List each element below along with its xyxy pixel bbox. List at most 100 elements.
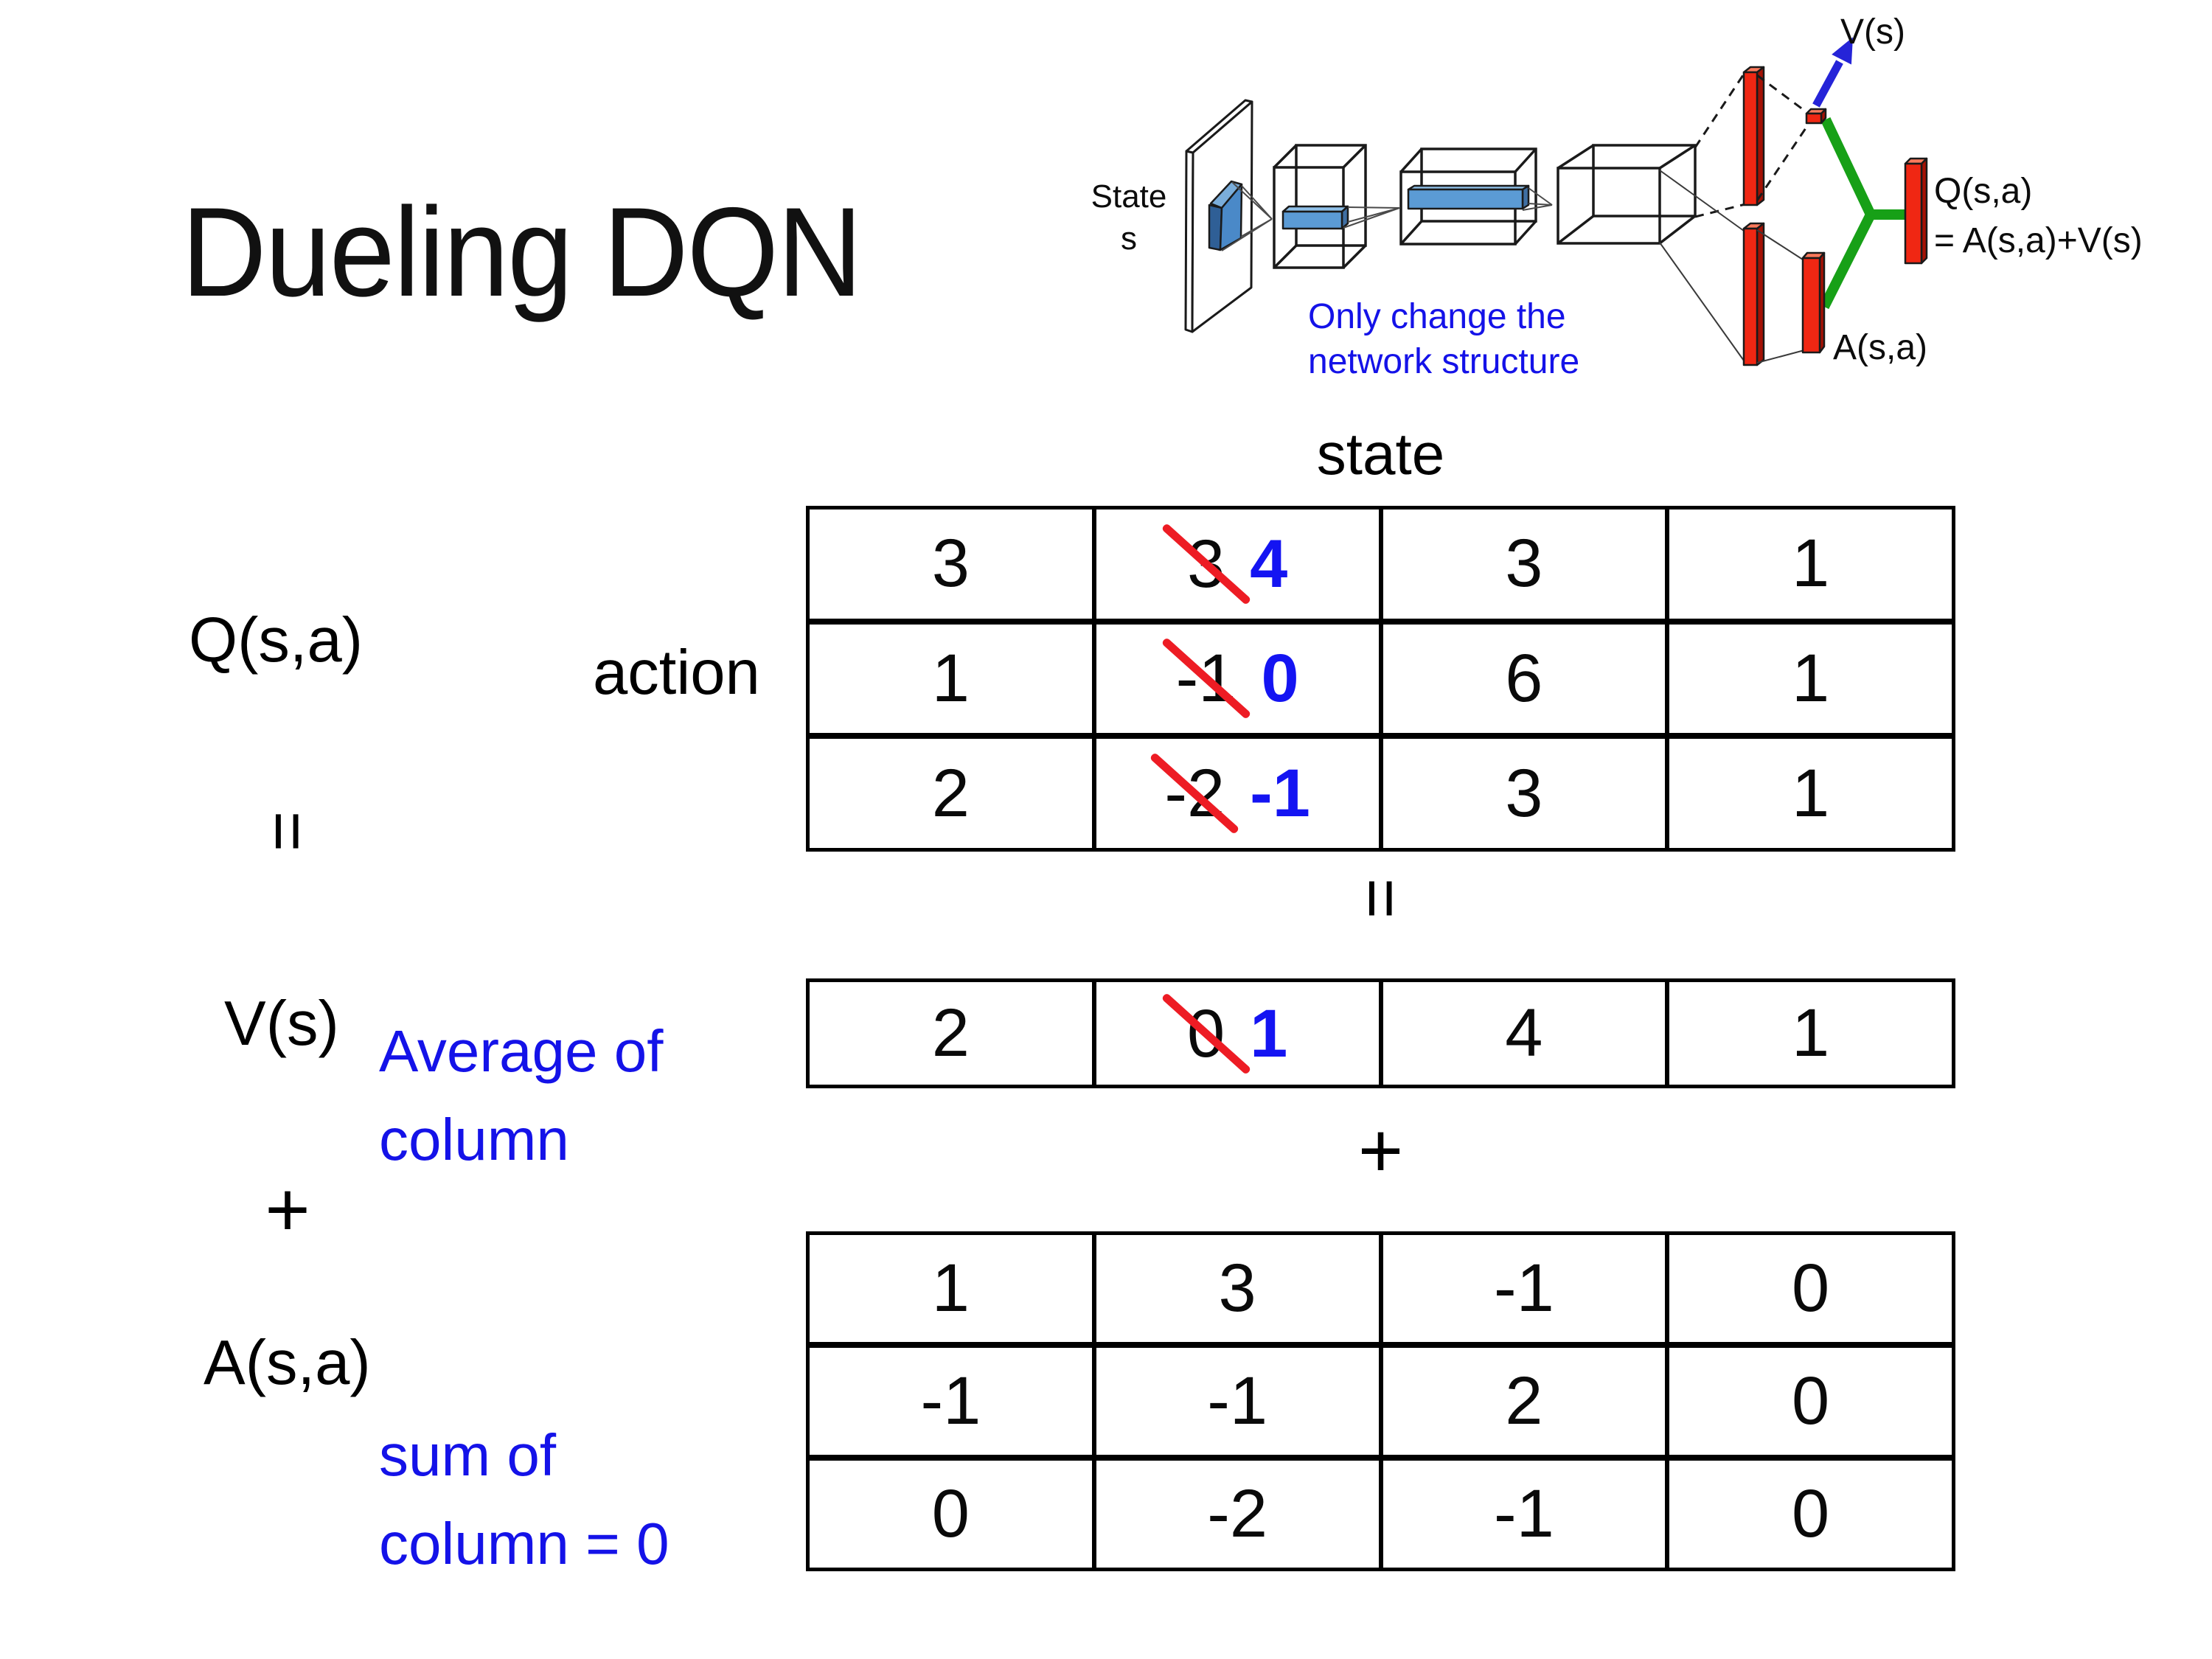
replacement-value: -1 (1250, 756, 1310, 832)
a-cell-r2-c0: 0 (810, 1461, 1092, 1568)
v-note-line1: Average of (379, 1018, 664, 1084)
q-cell-r2-c2: 3 (1382, 739, 1666, 848)
cell-value: 1 (1792, 640, 1830, 716)
cell-value: 1 (931, 1251, 970, 1326)
conv2-funnel-lines (1343, 206, 1400, 229)
cell-value: 0 (1792, 1363, 1830, 1439)
cell-value: 0 (1792, 1476, 1830, 1551)
cell-value: 2 (931, 995, 970, 1071)
replacement-value: 0 (1261, 641, 1299, 717)
q-cell-r1-c2: 6 (1382, 624, 1666, 734)
dueling-network-diagram (1184, 37, 1928, 366)
a-vector-bar (1801, 251, 1826, 354)
replacement-value: 4 (1250, 526, 1288, 602)
equals-sign-left: = (243, 792, 332, 870)
a-cell-r0-c0: 1 (810, 1235, 1092, 1342)
cell-value: 1 (931, 640, 970, 716)
old-value: -2 (1149, 752, 1240, 835)
cell-value: 3 (1505, 526, 1543, 602)
q-cell-r1-c3: 1 (1669, 624, 1952, 734)
cell-value: 1 (1792, 526, 1830, 602)
diagram-state-label: State s (1074, 175, 1184, 260)
merge-green-connector (1819, 117, 1905, 310)
a-table: 1 3 -1 0 -1 -1 2 0 0 -2 -1 0 (806, 1231, 1955, 1571)
v-cell-c2: 4 (1382, 982, 1666, 1085)
action-axis-label: action (593, 638, 760, 708)
value-stream-fc-bar (1742, 66, 1765, 206)
equals-glyph: = (248, 810, 327, 852)
cell-value: -2 (1207, 1476, 1268, 1551)
a-cell-r2-c2: -1 (1382, 1461, 1666, 1568)
q-out-line1: Q(s,a) (1934, 172, 2033, 211)
q-cell-r0-c0: 3 (810, 509, 1092, 619)
v-cell-c3: 1 (1669, 982, 1952, 1085)
q-cell-r2-c1: -2 -1 (1096, 739, 1379, 848)
a-term-label: A(s,a) (204, 1328, 371, 1398)
cell-value: 1 (1792, 995, 1830, 1071)
conv2-feature-bar (1281, 205, 1349, 230)
q-table: 3 3 4 3 1 1 -1 0 6 1 2 -2 -1 3 1 (806, 506, 1955, 852)
state-label-line1: State (1091, 178, 1167, 215)
cell-value: 1 (1792, 755, 1830, 831)
q-cell-r0-c2: 3 (1382, 509, 1666, 619)
equals-sign-center: = (806, 859, 1955, 937)
cell-value: 6 (1505, 640, 1543, 716)
replacement-value: 1 (1250, 995, 1288, 1071)
v-cell-c1: 0 1 (1096, 982, 1379, 1085)
cell-value: 0 (931, 1476, 970, 1551)
cell-value: 0 (1792, 1251, 1830, 1326)
q-out-line2: = A(s,a)+V(s) (1934, 221, 2143, 261)
slide-title: Dueling DQN (181, 181, 863, 323)
state-axis-label: state (1316, 421, 1445, 487)
v-term-label: V(s) (224, 989, 339, 1059)
conv1-funnel-lines (1221, 181, 1273, 251)
v-note-line2: column (379, 1107, 569, 1172)
old-value: 0 (1161, 992, 1251, 1075)
v-scalar-connection-lines (1756, 74, 1810, 201)
diagram-v-label: V(s) (1840, 13, 1905, 52)
old-value: 3 (1161, 522, 1251, 605)
v-note: Average of column (379, 1007, 663, 1184)
a-cell-r2-c3: 0 (1669, 1461, 1952, 1568)
equals-glyph: = (1341, 877, 1420, 919)
cell-value: -1 (1493, 1476, 1554, 1551)
v-scalar-box (1805, 108, 1827, 125)
a-cell-r1-c0: -1 (810, 1348, 1092, 1455)
diagram-q-label: Q(s,a) = A(s,a)+V(s) (1934, 167, 2143, 265)
a-note-line1: sum of (379, 1422, 557, 1488)
note-line2: network structure (1308, 341, 1580, 381)
q-cell-r1-c1: -1 0 (1096, 624, 1379, 734)
cell-value: 3 (1218, 1251, 1256, 1326)
v-cell-c0: 2 (810, 982, 1092, 1085)
cell-value: 4 (1505, 995, 1543, 1071)
fc-box (1557, 144, 1697, 245)
a-cell-r0-c1: 3 (1096, 1235, 1379, 1342)
q-term-label: Q(s,a) (189, 605, 364, 675)
cell-value: -1 (1207, 1363, 1268, 1439)
plus-sign-left: + (265, 1166, 310, 1253)
cell-value: 3 (1505, 755, 1543, 831)
a-cell-r1-c3: 0 (1669, 1348, 1952, 1455)
note-line1: Only change the (1308, 297, 1566, 336)
v-table: 2 0 1 4 1 (806, 978, 1955, 1088)
q-cell-r0-c3: 1 (1669, 509, 1952, 619)
a-cell-r0-c2: -1 (1382, 1235, 1666, 1342)
a-note-line2: column = 0 (379, 1511, 669, 1576)
old-value: -1 (1161, 637, 1251, 720)
stream-connection-lines (1659, 72, 1746, 361)
cell-value: 2 (1505, 1363, 1543, 1439)
a-vector-connection-lines (1756, 229, 1805, 364)
q-cell-r2-c0: 2 (810, 739, 1092, 848)
cell-value: 3 (931, 526, 970, 602)
diagram-note: Only change the network structure (1308, 295, 1579, 385)
cell-value: -1 (920, 1363, 981, 1439)
plus-sign-center: + (1357, 1107, 1404, 1194)
a-cell-r0-c3: 0 (1669, 1235, 1952, 1342)
a-cell-r1-c1: -1 (1096, 1348, 1379, 1455)
conv3-feature-bar (1407, 184, 1530, 210)
q-cell-r0-c1: 3 4 (1096, 509, 1379, 619)
q-cell-r1-c0: 1 (810, 624, 1092, 734)
q-cell-r2-c3: 1 (1669, 739, 1952, 848)
cell-value: -1 (1493, 1251, 1554, 1326)
